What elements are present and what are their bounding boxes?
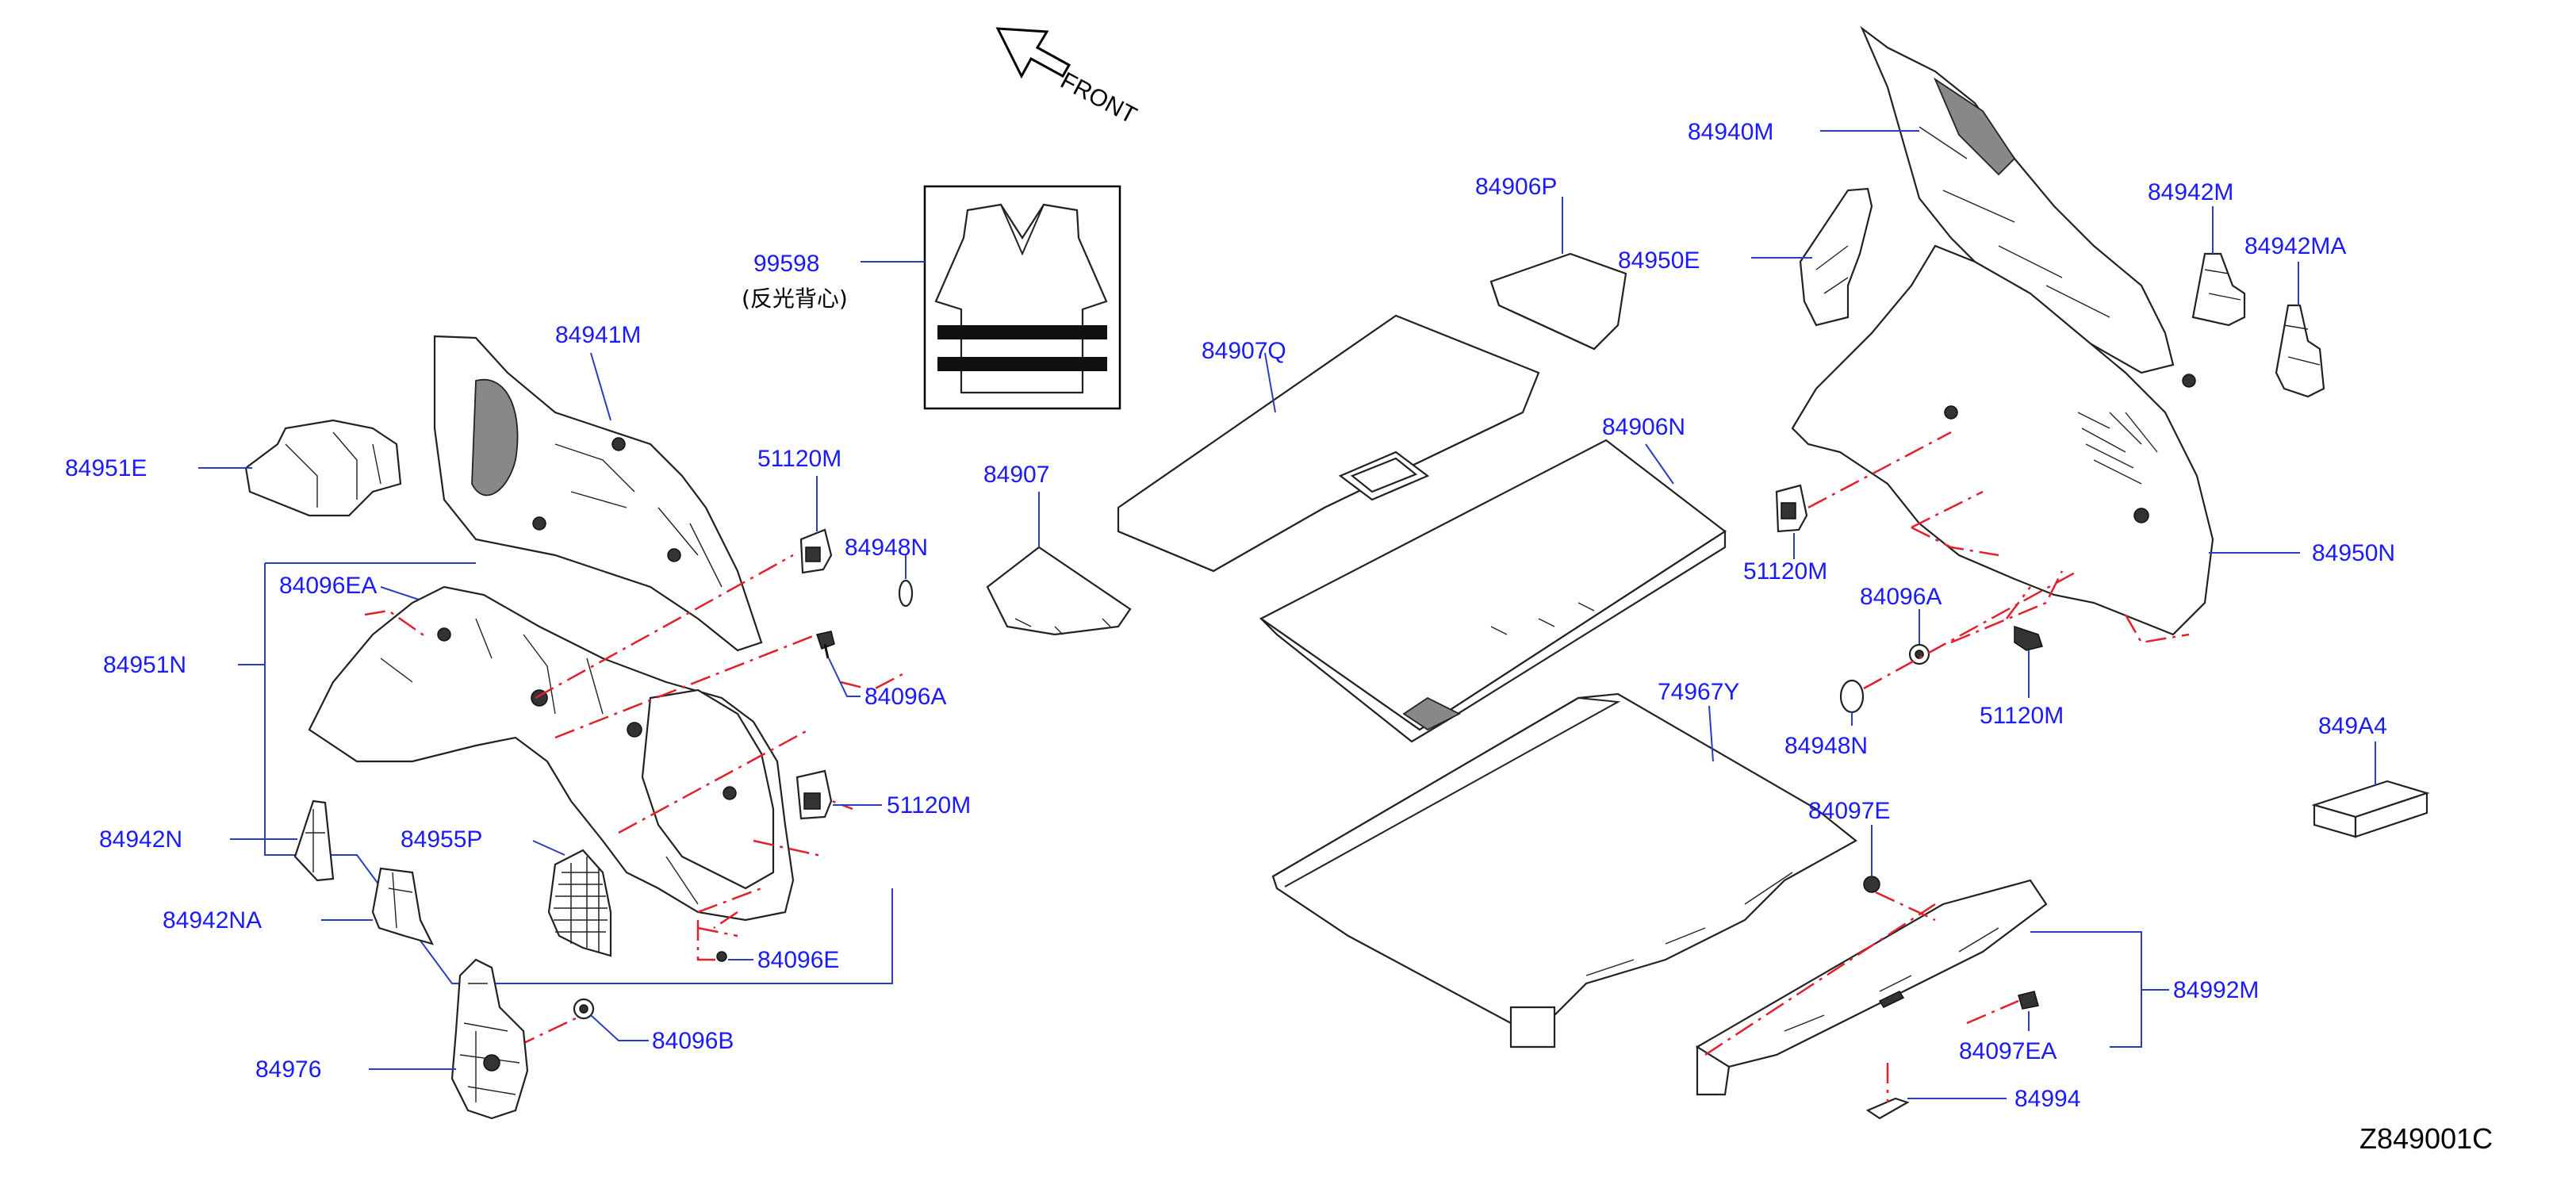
part-84096B-drawing [573, 998, 595, 1020]
part-84948N-a-drawing [898, 579, 914, 608]
label-74967Y: 74967Y [1658, 679, 1739, 705]
label-84942N: 84942N [99, 826, 182, 853]
label-84096EA: 84096EA [279, 573, 377, 599]
front-arrow-icon [995, 27, 1071, 79]
label-51120M-c: 51120M [1743, 558, 1827, 585]
part-51120M-b-drawing [795, 769, 833, 820]
part-84097EA-drawing [2018, 991, 2039, 1010]
label-84096A-b: 84096A [1860, 584, 1942, 610]
label-84948N-a: 84948N [845, 535, 928, 561]
part-84992M-drawing [1695, 879, 2048, 1096]
label-84942M: 84942M [2148, 179, 2233, 205]
part-84942M-drawing [2191, 252, 2246, 327]
part-51120M-c-drawing [1775, 484, 1808, 533]
label-84994: 84994 [2014, 1086, 2080, 1112]
label-84942NA: 84942NA [163, 907, 262, 934]
part-84951N-drawing [308, 585, 795, 922]
label-84976: 84976 [255, 1056, 321, 1083]
label-849A4: 849A4 [2318, 713, 2387, 739]
label-51120M-a: 51120M [757, 446, 841, 472]
part-51120M-a-drawing [799, 528, 833, 574]
part-84950N-drawing [1791, 244, 2214, 636]
label-84951E: 84951E [65, 455, 147, 481]
part-84097E-drawing [1863, 876, 1880, 893]
part-84096E-drawing [716, 951, 727, 962]
part-84940M-drawing [1860, 25, 2175, 374]
part-74967Y-drawing [1271, 692, 1857, 1049]
label-84992M: 84992M [2173, 977, 2259, 1003]
label-99598: 99598 [753, 251, 819, 277]
part-84942N-drawing [293, 799, 335, 882]
part-84906N-drawing [1259, 439, 1727, 743]
label-51120M-b: 51120M [887, 792, 971, 819]
label-84906P: 84906P [1475, 174, 1557, 200]
part-84950E-drawing [1799, 187, 1873, 327]
label-84941M: 84941M [555, 322, 641, 348]
diagram-code: Z849001C [2359, 1122, 2493, 1155]
part-84994-drawing [1865, 1097, 1910, 1120]
part-849A4-drawing [2311, 780, 2430, 838]
part-84907Q-drawing [1117, 314, 1540, 573]
part-84951E-drawing [244, 419, 402, 517]
part-84096A-a-drawing [816, 631, 835, 659]
label-84907: 84907 [983, 462, 1049, 488]
label-84942MA: 84942MA [2244, 233, 2346, 259]
part-99598-vest-drawing [934, 203, 1108, 394]
label-84950N: 84950N [2312, 540, 2395, 566]
label-84096B: 84096B [652, 1028, 734, 1054]
label-84907Q: 84907Q [1202, 338, 1286, 364]
part-84941M-drawing [433, 335, 763, 652]
label-84950E: 84950E [1618, 247, 1700, 274]
part-84955P-drawing [547, 849, 612, 957]
part-84976-drawing [450, 958, 529, 1120]
label-84948N-b: 84948N [1784, 733, 1868, 759]
label-84096E: 84096E [757, 947, 839, 973]
part-84948N-b-drawing [1839, 679, 1865, 714]
front-label: FRONT [1056, 67, 1141, 129]
label-84955P: 84955P [401, 826, 482, 853]
label-51120M-d: 51120M [1980, 703, 2064, 729]
part-84906P-drawing [1489, 252, 1627, 351]
part-84942MA-drawing [2275, 304, 2325, 398]
part-84907-drawing [986, 546, 1132, 636]
label-84906N: 84906N [1602, 414, 1685, 440]
part-84942NA-drawing [371, 867, 435, 945]
label-84940M: 84940M [1688, 119, 1773, 145]
label-99598-cn: (反光背心) [742, 286, 848, 312]
part-84096A-b-drawing [1908, 643, 1930, 665]
part-51120M-d-drawing [2014, 625, 2043, 651]
label-84096A-a: 84096A [864, 684, 946, 710]
label-84951N: 84951N [103, 652, 186, 678]
label-84097EA: 84097EA [1959, 1038, 2057, 1064]
label-84097E: 84097E [1808, 798, 1890, 824]
